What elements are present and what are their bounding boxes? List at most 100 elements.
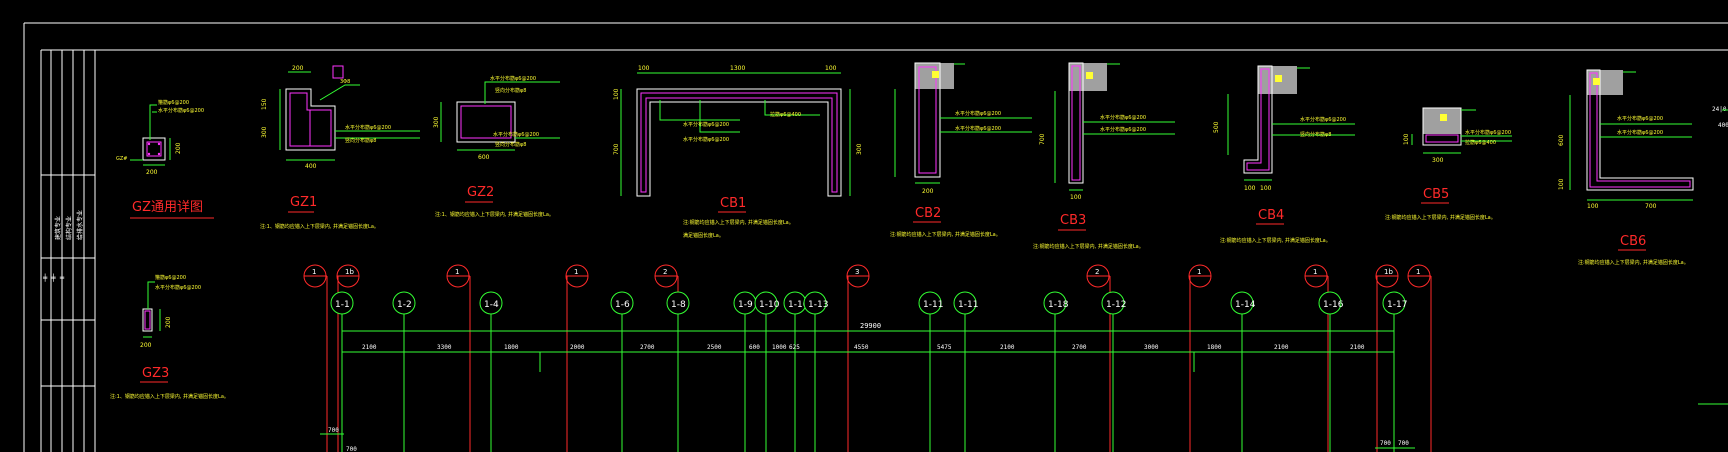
gz1-note-h: 水平分布筋φ6@200 [345,124,391,131]
cb1-note: 注:钢筋均应锚入上下层梁内, 并满足锚固长度La。 [683,219,794,226]
cb6-dim-4: 700 [1645,203,1657,210]
cb2-title: CB2 [915,206,941,221]
axis-label: 1-2 [397,300,412,310]
axis-label: 1-4 [484,300,499,310]
axis-bubble [1043,291,1067,315]
axis-label: 1-16 [1323,300,1344,310]
gz2-dim-2: 600 [478,154,490,161]
cb3-dim-2: 100 [1070,194,1082,201]
cb6-note-v: 水平分布筋φ6@200 [1617,129,1663,136]
axis-bubble [1101,291,1125,315]
cb1-note-b: 满足锚固长度La。 [683,232,724,239]
gz-tag: GZ# [116,156,128,162]
cb3-note: 注:钢筋均应锚入上下层梁内, 并满足锚固长度La。 [1033,243,1144,250]
section-mark-label: 1 [455,268,459,276]
gz3-note: 注:1、钢筋均应锚入上下层梁内, 并满足锚固长度La。 [110,393,229,400]
right-edge-text-1: 24|0 [1712,106,1727,113]
cb3-title: CB3 [1060,213,1086,228]
cb1-dim-3: 100 [825,65,837,72]
section-gz-generic: 200 200 GZ# 箍筋φ6@200 水平分布筋φ6@200 GZ通用详图 [116,99,214,219]
cb5-dim-2: 300 [1432,157,1444,164]
axis-label: 1-12 [1106,300,1126,310]
cb1-note-tie: 拉筋φ6@400 [770,111,801,118]
section-cb6: 600 100 100 700 水平分布筋φ6@200 水平分布筋φ6@200 … [1558,69,1694,266]
section-gz3: 200 200 箍筋φ6@200 水平分布筋φ6@200 GZ3 注:1、钢筋均… [110,274,229,400]
cb5-title: CB5 [1423,187,1449,202]
axis-label: 1-9 [738,300,753,310]
section-cb1: 100 1300 100 100 700 300 水平分布筋φ6@200 水平分… [613,65,863,239]
axis-bubble [610,291,634,315]
cb4-note: 注:钢筋均应锚入上下层梁内, 并满足锚固长度La。 [1220,237,1331,244]
segment-dimension: 2700 [1072,344,1087,351]
axis-label: 1-1 [335,300,350,310]
cb4-title: CB4 [1258,208,1284,223]
gz1-title: GZ1 [290,195,317,210]
axis-bubble [666,291,690,315]
axis-label: 1-6 [615,300,630,310]
section-gz2: 300 600 水平分布筋φ6@200 竖向分布筋φ8 水平分布筋φ6@200 … [433,75,560,218]
section-cb3: 700 100 水平分布筋φ6@200 水平分布筋φ6@200 CB3 注:钢筋… [1033,62,1175,250]
segment-dimension: 600 [749,344,760,351]
segment-dimension: 4550 [854,344,869,351]
gz2-note-v2: 竖向分布筋φ8 [495,141,526,148]
cb4-note-v: 竖向分布筋φ8 [1300,131,1331,138]
gz1-dim-2: 150 [261,98,268,110]
segment-dimension: 5475 [937,344,952,351]
gz1-note-v: 竖向分布筋φ8 [345,137,376,144]
section-mark-label: 2 [1095,268,1099,276]
section-mark-label: 2 [663,268,667,276]
axis-label: 1-11 [923,300,943,310]
axis-bubble [479,291,503,315]
cb6-dim-2: 100 [1558,178,1565,190]
axis-label: 1-18 [1048,300,1069,310]
gz-note-horizontal: 水平分布筋φ6@200 [158,107,204,114]
gz1-dim-3: 300 [261,126,268,138]
segment-dimension: 3000 [1144,344,1159,351]
gz1-dim-1: 200 [292,65,304,72]
gz3-note-stirrup: 箍筋φ6@200 [155,274,186,281]
gz3-dim-1: 200 [140,342,152,349]
segment-dimension: 2000 [570,344,585,351]
cb6-note: 注:钢筋均应锚入上下层梁内, 并满足锚固长度La。 [1578,259,1689,266]
axis-bubble [803,291,827,315]
axis-label: 1-11 [958,300,978,310]
title-block [41,50,95,452]
cb2-note-v: 水平分布筋φ6@200 [955,125,1001,132]
gz2-dim-1: 300 [433,116,440,128]
cb3-note-h: 水平分布筋φ6@200 [1100,114,1146,121]
cb6-note-h: 水平分布筋φ6@200 [1617,115,1663,122]
cb4-note-h: 水平分布筋φ6@200 [1300,116,1346,123]
cb1-title: CB1 [720,196,746,211]
segment-dimension: 1800 [504,344,519,351]
gz2-note: 注:1、钢筋均应锚入上下层梁内, 并满足锚固长度La。 [435,211,554,218]
title-block-row-2: 结构专业 [65,216,73,240]
cb6-title: CB6 [1620,234,1646,249]
title-block-row-1: 建筑专业 [54,216,62,240]
gz2-title: GZ2 [467,185,494,200]
cb1-note-h: 水平分布筋φ6@200 [683,121,729,128]
section-cb5: 100 300 水平分布筋φ6@200 拉筋φ6@400 CB5 注:钢筋均应锚… [1385,107,1512,221]
gz3-note-horizontal: 水平分布筋φ6@200 [155,284,201,291]
bottom-dim-2: 700 [1398,440,1409,447]
cb1-note-v: 水平分布筋φ6@200 [683,136,729,143]
section-cb4: 500 100 100 水平分布筋φ6@200 竖向分布筋φ8 CB4 注:钢筋… [1213,65,1355,244]
gz2-note-v: 竖向分布筋φ8 [495,87,526,94]
segment-dimension: 625 [789,344,800,351]
segment-dimension: 2100 [1274,344,1289,351]
axis-label: 1-14 [1235,300,1256,310]
segment-dimension: 1000 [772,344,787,351]
section-mark-label: 1b [345,268,354,276]
right-edge: 24|0 400 [1698,106,1728,405]
section-mark-label: 1b [1384,268,1393,276]
segment-dimension: 2100 [1350,344,1365,351]
cb5-dim-1: 100 [1403,133,1410,145]
gz2-note-h2: 水平分布筋φ6@200 [493,131,539,138]
cb1-dim-4: 100 [613,88,620,100]
cb6-dim-3: 100 [1587,203,1599,210]
cb4-dim-2: 100 [1244,185,1256,192]
gz1-note: 注:1、钢筋均应锚入上下层梁内, 并满足锚固长度La。 [260,223,379,230]
segment-dimension: 2700 [640,344,655,351]
axis-bubble [1230,291,1254,315]
